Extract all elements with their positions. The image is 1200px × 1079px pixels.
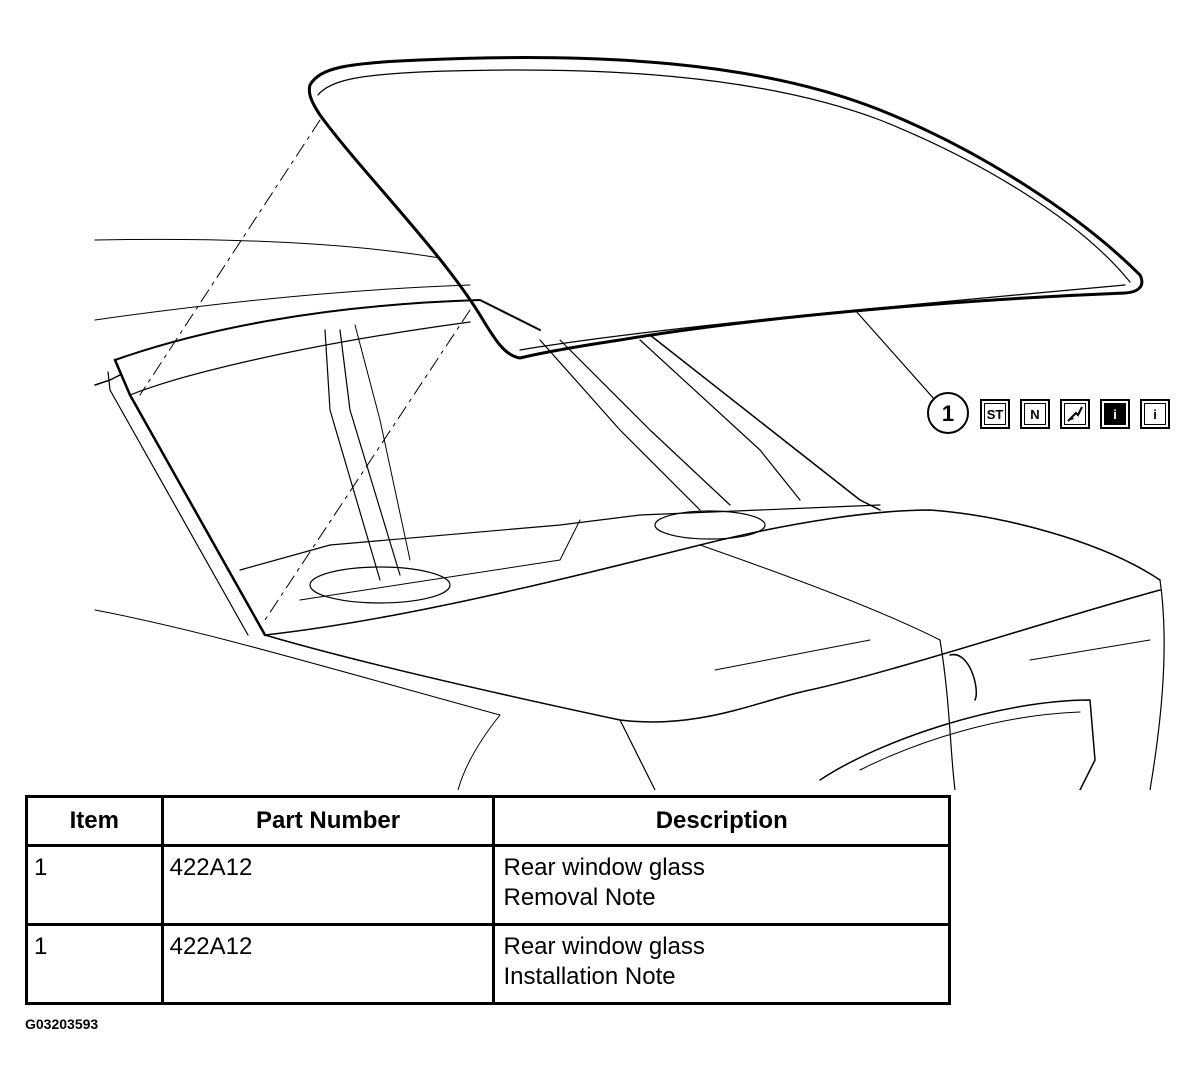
c-pillar [339, 329, 401, 576]
deck-lid-crease [939, 639, 956, 790]
cell-item: 1 [25, 844, 164, 926]
body-line [1149, 579, 1165, 790]
description-note-link[interactable]: Removal Note [503, 884, 656, 911]
c-pillar [639, 339, 801, 501]
deck-lid-crease [699, 544, 941, 641]
rear-window-glass-edge [519, 284, 1126, 351]
body-line [714, 639, 871, 671]
body-line [949, 654, 977, 701]
adhesive-sealant-icon [1060, 399, 1090, 429]
c-pillar [559, 339, 731, 506]
rear-window-glass-edge [317, 69, 1131, 283]
package-tray [299, 519, 581, 601]
speaker-opening [309, 566, 451, 604]
alignment-line [264, 309, 471, 621]
deck-lid-outline [264, 589, 1161, 723]
new-part-icon: N [1020, 399, 1050, 429]
window-opening-frame [129, 321, 471, 396]
callout-number: 1 [942, 401, 954, 426]
parts-table: Item Part Number Description 1 422A12 Re… [25, 795, 951, 1005]
cell-description: Rear window glass Removal Note [492, 844, 951, 926]
deck-lid-crease [457, 714, 501, 790]
information-filled-icon: i [1100, 399, 1130, 429]
table-header-row: Item Part Number Description [25, 795, 951, 847]
window-opening-frame [114, 299, 541, 361]
tail-lamp-outline [859, 711, 1081, 771]
information-filled-label: i [1104, 403, 1126, 425]
c-pillar [354, 324, 411, 561]
table-row: 1 422A12 Rear window glass Installation … [25, 923, 951, 1005]
c-pillar [539, 339, 701, 511]
cell-part-number: 422A12 [160, 844, 496, 926]
special-tool-icon: ST [980, 399, 1010, 429]
information-label: i [1144, 403, 1166, 425]
cell-item: 1 [25, 923, 164, 1005]
roof-outline-line [94, 238, 441, 259]
body-line [1029, 639, 1151, 661]
window-opening-frame [113, 358, 267, 637]
description-note-link[interactable]: Installation Note [503, 963, 676, 990]
table-row: 1 422A12 Rear window glass Removal Note [25, 844, 951, 926]
rear-window-exploded-view: 1 [94, 56, 1165, 790]
cell-part-number: 422A12 [160, 923, 496, 1005]
header-part-number: Part Number [160, 795, 496, 847]
figure-id: G03203593 [25, 1016, 99, 1032]
header-item: Item [25, 795, 164, 847]
speaker-opening [654, 510, 766, 540]
deck-lid-outline [264, 509, 1161, 636]
description-line: Rear window glass [503, 854, 705, 881]
new-part-label: N [1024, 403, 1046, 425]
callout-circle [927, 392, 969, 434]
tail-lamp-outline [819, 699, 1096, 790]
rear-window-glass [307, 56, 1144, 360]
description-line: Rear window glass [503, 933, 705, 960]
c-pillar [324, 329, 381, 581]
deck-lid-outline [94, 609, 501, 716]
callout-leader-line [854, 309, 936, 401]
c-pillar [649, 334, 881, 511]
header-description: Description [492, 795, 951, 847]
alignment-line [139, 119, 321, 396]
body-line [94, 374, 121, 386]
special-tool-label: ST [984, 403, 1006, 425]
roof-outline-line [94, 284, 471, 321]
information-icon: i [1140, 399, 1170, 429]
window-opening-frame [107, 371, 249, 636]
deck-lid-crease [619, 719, 656, 790]
cell-description: Rear window glass Installation Note [492, 923, 951, 1005]
